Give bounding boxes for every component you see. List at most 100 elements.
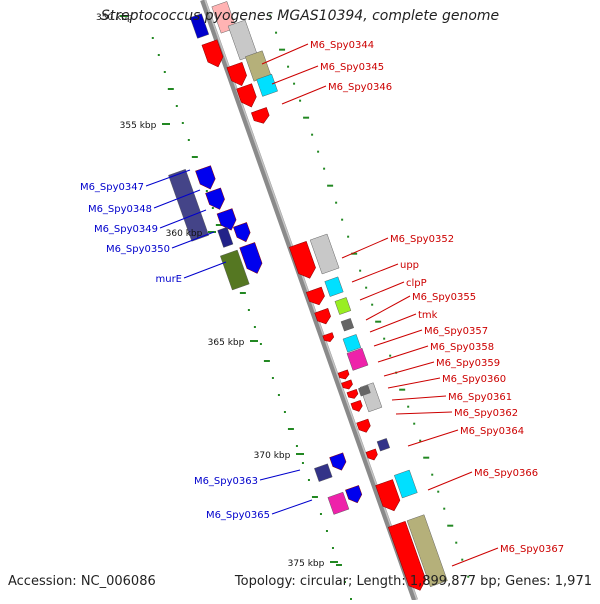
gene-block	[342, 334, 362, 353]
gene-label-right: M6_Spy0364	[460, 426, 524, 437]
gene-block	[189, 13, 210, 39]
gene-arrow	[387, 520, 427, 591]
leader-line	[369, 313, 417, 333]
gene-arrow	[314, 308, 331, 325]
gene-arrow	[346, 388, 359, 399]
gene-label-left: M6_Spy0347	[80, 182, 144, 193]
genome-summary-text: Topology: circular; Length: 1,899,877 bp…	[234, 574, 592, 589]
position-tick-label: 365 kbp	[208, 338, 245, 348]
leader-line	[261, 43, 309, 65]
leader-line	[451, 547, 499, 567]
gene-arrow	[236, 83, 257, 108]
gene-block	[314, 463, 333, 482]
leader-line	[271, 499, 313, 515]
leader-line	[427, 471, 473, 491]
gene-block	[324, 276, 344, 297]
gene-label-right: M6_Spy0345	[320, 62, 384, 73]
gene-label-left: M6_Spy0349	[94, 224, 158, 235]
gene-arrow	[239, 242, 263, 274]
leader-line	[359, 281, 405, 301]
gene-label-right: M6_Spy0359	[436, 358, 500, 369]
leader-line	[145, 169, 191, 187]
gene-arrow	[341, 379, 353, 390]
leader-line	[383, 361, 435, 377]
gene-block	[358, 385, 371, 397]
leader-line	[259, 469, 301, 481]
leader-line	[153, 189, 201, 209]
gene-block	[327, 491, 350, 515]
gene-label-right: M6_Spy0355	[412, 292, 476, 303]
leader-line	[351, 263, 399, 283]
leader-line	[183, 261, 227, 279]
gene-label-left: murE	[155, 274, 182, 285]
gene-label-right: M6_Spy0362	[454, 408, 518, 419]
position-tick-label: 370 kbp	[254, 451, 291, 461]
gene-label-right: upp	[400, 260, 419, 271]
gene-label-right: M6_Spy0352	[390, 234, 454, 245]
gene-block	[406, 514, 448, 587]
gene-arrow	[322, 332, 335, 343]
gene-label-right: clpP	[406, 278, 427, 289]
gene-label-right: M6_Spy0366	[474, 468, 538, 479]
position-ticks: 350 kbp 355 kbp 360 kbp 365 kbp 370 kbp 375 k…	[96, 13, 338, 569]
gene-arrow	[233, 222, 251, 243]
leader-line	[365, 295, 411, 321]
position-tick-label: 355 kbp	[120, 121, 157, 131]
gene-arrow	[288, 241, 316, 279]
gene-label-right: M6_Spy0357	[424, 326, 488, 337]
gene-label-left: M6_Spy0363	[194, 476, 258, 487]
position-tick-label: 360 kbp	[166, 229, 203, 239]
gene-label-left: M6_Spy0350	[106, 244, 170, 255]
gene-arrow	[205, 187, 225, 210]
leader-line	[159, 209, 207, 229]
gene-block	[220, 249, 250, 291]
gene-label-right: M6_Spy0346	[328, 82, 392, 93]
gene-labels: M6_Spy0344M6_Spy0345M6_Spy0346M6_Spy0352…	[80, 40, 564, 567]
gene-arrow	[375, 479, 401, 512]
gene-arrow	[329, 452, 347, 471]
gene-block	[346, 347, 369, 371]
gene-label-right: M6_Spy0358	[430, 342, 494, 353]
accession-text: Accession: NC_006086	[8, 574, 156, 589]
gene-label-right: M6_Spy0367	[500, 544, 564, 555]
leader-line	[377, 345, 429, 363]
leader-line	[391, 395, 447, 401]
gene-track	[168, 1, 448, 591]
gene-block	[217, 226, 234, 248]
position-tick-label: 350 kbp	[96, 13, 133, 23]
leader-line	[407, 429, 459, 447]
position-tick-label: 375 kbp	[288, 559, 325, 569]
gene-label-right: tmk	[418, 310, 438, 321]
leader-line	[387, 377, 441, 389]
gene-block	[394, 469, 418, 499]
gene-arrow	[337, 369, 350, 380]
leader-line	[271, 65, 319, 85]
gene-arrow	[201, 39, 224, 68]
gene-label-left: M6_Spy0348	[88, 204, 152, 215]
gene-arrow	[365, 448, 378, 461]
gene-label-right: M6_Spy0361	[448, 392, 512, 403]
gene-block	[309, 233, 340, 275]
leader-line	[341, 237, 389, 259]
leader-line	[395, 411, 453, 415]
gene-label-right: M6_Spy0360	[442, 374, 506, 385]
leader-line	[373, 329, 423, 347]
leader-line	[281, 85, 327, 105]
gene-arrow	[350, 400, 363, 412]
gene-label-right: M6_Spy0344	[310, 40, 374, 51]
gene-arrow	[305, 286, 325, 306]
leader-line	[171, 231, 215, 249]
gene-arrow	[345, 485, 363, 504]
gene-arrow	[195, 165, 216, 190]
gene-arrow	[251, 107, 270, 124]
gene-arrow	[226, 61, 247, 87]
gene-block	[334, 297, 352, 315]
gene-arrow	[356, 418, 371, 433]
gene-label-left: M6_Spy0365	[206, 510, 270, 521]
gene-block	[168, 169, 210, 242]
gene-block	[376, 438, 391, 452]
gene-block	[340, 318, 355, 332]
map-title: Streptococcus pyogenes MGAS10394, comple…	[100, 8, 500, 24]
